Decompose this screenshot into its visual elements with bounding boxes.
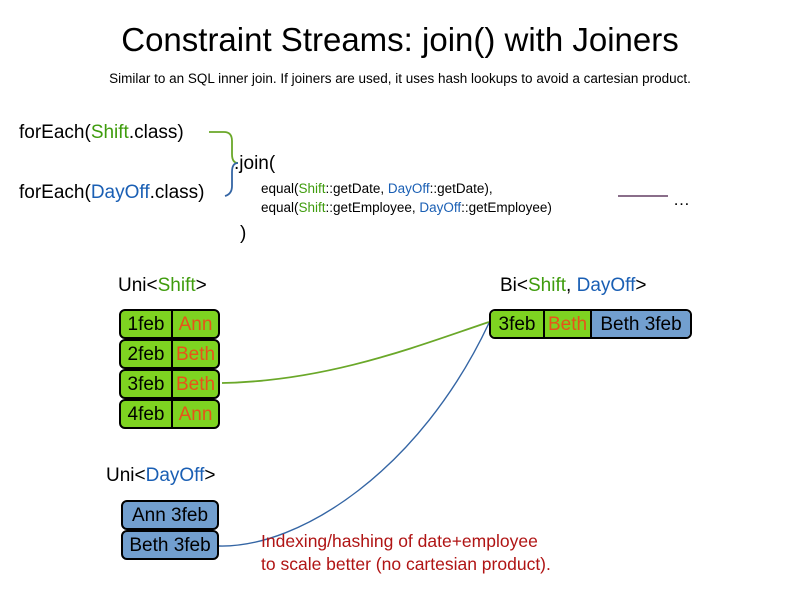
page-subtitle: Similar to an SQL inner join. If joiners… [109,71,691,86]
bi-dayoff-pair: Beth 3feb [590,311,690,337]
foreach-shift-type: Shift [90,122,129,143]
uni-dayoff-label-type: DayOff [145,465,205,486]
shift-employee: Beth [171,371,218,397]
foreach-shift-prefix: forEach( [19,122,91,143]
uni-shift-label-suffix: > [195,275,207,296]
bi-label-type-b: DayOff [576,275,636,296]
shift-date: 1feb [127,313,165,335]
uni-shift-label-type: Shift [157,275,196,296]
joiner1-right-type: DayOff [387,181,430,196]
bi-label-separator: , [566,275,577,296]
footnote-line-2: to scale better (no cartesian product). [261,554,551,574]
foreach-dayoff-prefix: forEach( [19,182,91,203]
joiner2-right-type: DayOff [419,200,462,215]
bi-label-suffix: > [635,275,647,296]
join-open-token: .join( [234,153,276,174]
ellipsis-text: … [673,190,690,209]
curve-shift-to-bi [221,321,490,384]
foreach-dayoff-statement: forEach(DayOff.class) [19,181,205,205]
shift-employee: Ann [171,401,218,427]
footnote-line-1: Indexing/hashing of date+employee [261,531,538,551]
dayoff-fact-row: Beth 3feb [121,530,219,560]
uni-shift-label: Uni<Shift> [118,274,207,298]
shift-fact-row: 2feb Beth [119,339,220,369]
uni-dayoff-label: Uni<DayOff> [106,464,216,488]
foreach-dayoff-suffix: .class) [149,182,205,203]
shift-fact-row: 3feb Beth [119,369,220,399]
bi-label-prefix: Bi< [500,275,528,296]
dayoff-fact-row: Ann 3feb [121,500,219,530]
dayoff-text: Beth 3feb [129,534,211,556]
shift-employee: Ann [171,311,218,337]
joiner1-prefix: equal( [261,181,299,196]
shift-employee: Beth [171,341,218,367]
joiner2-left-type: Shift [298,200,326,215]
shift-fact-row: 1feb Ann [119,309,220,339]
foreach-shift-statement: forEach(Shift.class) [19,121,184,145]
joiner1-left-type: Shift [298,181,326,196]
curve-dayoff-to-bi [218,322,490,547]
bi-label-type-a: Shift [528,275,567,296]
joiner-equal-date: equal(Shift::getDate, DayOff::getDate), [261,179,493,198]
joiner2-left-method: ::getEmployee, [325,200,420,215]
bi-fact-row: 3feb Beth Beth 3feb [489,309,692,339]
foreach-shift-suffix: .class) [128,122,184,143]
bi-shift-employee: Beth [543,311,590,337]
page-title: Constraint Streams: join() with Joiners [121,21,679,58]
dayoff-text: Ann 3feb [131,504,209,526]
uni-dayoff-label-prefix: Uni< [106,465,146,486]
joiner2-prefix: equal( [261,200,299,215]
footnote-note: Indexing/hashing of date+employee to sca… [261,530,551,576]
foreach-dayoff-type: DayOff [90,182,150,203]
shift-fact-row: 4feb Ann [119,399,220,429]
joiner1-left-method: ::getDate, [325,181,388,196]
shift-date: 2feb [127,343,165,365]
shift-date: 4feb [127,403,165,425]
joiner-equal-employee: equal(Shift::getEmployee, DayOff::getEmp… [261,198,552,217]
bi-shift-date: 3feb [491,311,543,337]
shift-date: 3feb [127,373,165,395]
uni-dayoff-label-suffix: > [204,465,216,486]
joiner1-right-method: ::getDate), [429,181,493,196]
bi-tuple-label: Bi<Shift, DayOff> [500,274,646,298]
joiner2-right-method: ::getEmployee) [461,200,552,215]
join-close-token: ) [240,223,247,244]
uni-shift-label-prefix: Uni< [118,275,158,296]
